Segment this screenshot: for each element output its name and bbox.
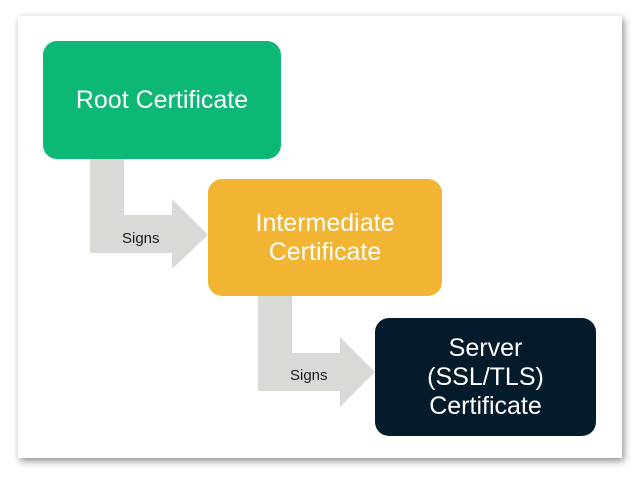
root-certificate-box: Root Certificate (43, 41, 281, 159)
signs-label-2: Signs (290, 367, 328, 384)
signs-label-1: Signs (122, 230, 160, 247)
diagram-card: Root Certificate Intermediate Certificat… (18, 16, 622, 458)
signs-arrow-root-to-intermediate (90, 159, 208, 269)
arrows-layer (90, 159, 375, 407)
signs-arrow-intermediate-to-server (258, 296, 375, 407)
server-certificate-box: Server (SSL/TLS) Certificate (375, 318, 596, 436)
intermediate-certificate-box: Intermediate Certificate (208, 179, 442, 296)
